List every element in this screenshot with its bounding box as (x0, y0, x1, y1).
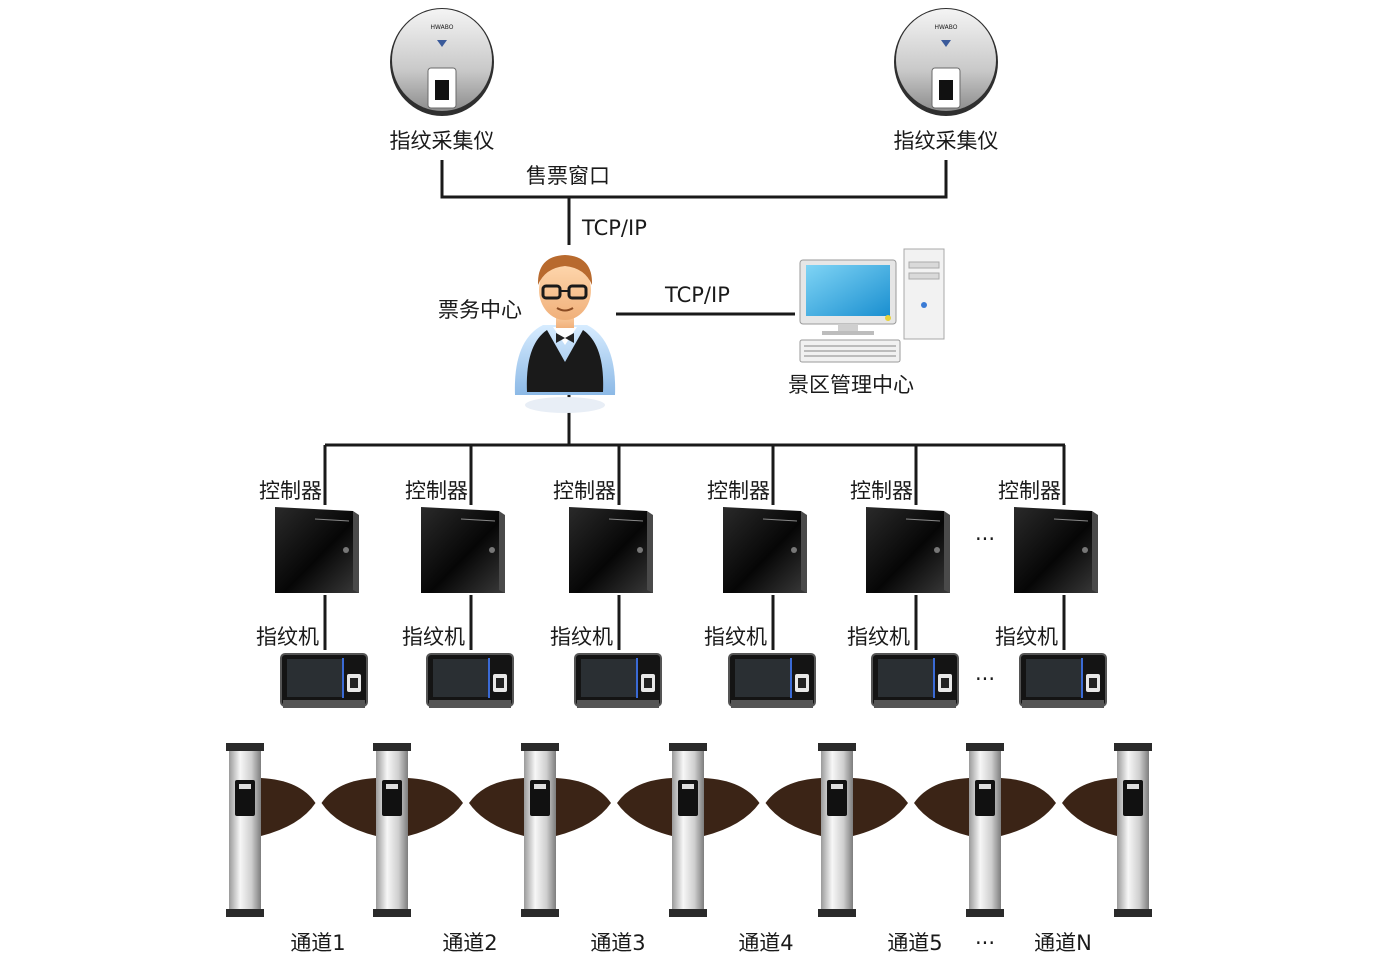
channel-label: 通道5 (887, 931, 942, 955)
access-controller-box-icon (421, 507, 505, 593)
turnstile-wing-icon (914, 778, 969, 836)
fingerprint-machine-label: 指纹机 (995, 625, 1058, 649)
fingerprint-collector-icon (390, 8, 494, 116)
turnstile-pole-icon (966, 743, 1004, 917)
channel-label: 通道3 (590, 931, 645, 955)
ticket-window-line (440, 160, 948, 199)
access-controller-box-icon (275, 507, 359, 593)
collector-right-label: 指纹采集仪 (894, 129, 999, 153)
channels-ellipsis: ··· (975, 931, 995, 955)
turnstile-wing-icon (321, 778, 376, 836)
turnstile-wing-icon (617, 778, 672, 836)
fingerprint-terminal-icon (574, 653, 662, 708)
management-protocol-label: TCP/IP (664, 283, 730, 307)
fingerprint-terminal-icon (728, 653, 816, 708)
collector-left-label: 指纹采集仪 (390, 129, 495, 153)
ticket-operator-icon (514, 255, 616, 413)
controller-label: 控制器 (850, 479, 913, 503)
turnstile-pole-icon (669, 743, 707, 917)
fingerprint-terminal-icon (426, 653, 514, 708)
collector-right: HWABO (894, 8, 998, 116)
access-controller-box-icon (1014, 507, 1098, 593)
turnstile-pole-icon (1114, 743, 1152, 917)
turnstile-wing-icon (1062, 778, 1117, 836)
controller-label: 控制器 (259, 479, 322, 503)
channel-label: 通道1 (290, 931, 345, 955)
management-center-label: 景区管理中心 (788, 373, 914, 397)
turnstile-wing-icon (261, 778, 316, 836)
desktop-computer-icon (799, 248, 945, 363)
fingerprint-terminal-icon (280, 653, 368, 708)
ticket-center-label: 票务中心 (438, 298, 522, 322)
collector-brand: HWABO (431, 24, 454, 31)
channel-label: 通道4 (738, 931, 793, 955)
collector-brand: HWABO (935, 24, 958, 31)
controller-label: 控制器 (998, 479, 1061, 503)
turnstile-wing-icon (469, 778, 524, 836)
controller-drop-lines (323, 445, 1066, 650)
turnstile-wing-icon (704, 778, 760, 836)
ticket-window-label: 售票窗口 (526, 164, 610, 188)
connection-lines (325, 160, 1065, 447)
turnstile-pole-icon (521, 743, 559, 917)
turnstile-wing-icon (556, 778, 611, 836)
fingerprint-machine-label: 指纹机 (402, 625, 465, 649)
turnstile-wing-icon (1001, 778, 1056, 836)
access-controller-box-icon (569, 507, 653, 593)
turnstile-wing-icon (408, 778, 463, 836)
controller-label: 控制器 (707, 479, 770, 503)
turnstile-pole-icon (818, 743, 856, 917)
channel-labels: 通道1 通道2 通道3 通道4 通道5 通道N (290, 931, 1092, 955)
fingerprint-machine-label: 指纹机 (847, 625, 910, 649)
fingerprint-machines-row: 指纹机 指纹机 指纹机 指纹机 指纹机 指纹机 (256, 625, 1107, 708)
channel-label: 通道2 (442, 931, 497, 955)
controller-label: 控制器 (553, 479, 616, 503)
access-controller-box-icon (723, 507, 807, 593)
controllers-ellipsis: ··· (975, 527, 995, 551)
fingerprint-terminal-icon (1019, 653, 1107, 708)
turnstile-pole-icon (373, 743, 411, 917)
turnstiles-row (226, 743, 1152, 917)
controller-label: 控制器 (405, 479, 468, 503)
access-controller-box-icon (866, 507, 950, 593)
turnstile-wing-icon (853, 778, 908, 836)
channel-label: 通道N (1034, 931, 1092, 955)
fingerprint-machine-label: 指纹机 (704, 625, 767, 649)
fingerprint-machine-label: 指纹机 (256, 625, 319, 649)
turnstile-wing-icon (765, 778, 821, 836)
collector-left: HWABO (390, 8, 494, 116)
uplink-protocol-label: TCP/IP (581, 216, 647, 240)
fingerprint-terminal-icon (871, 653, 959, 708)
fingerprint-collector-icon (894, 8, 998, 116)
controllers-row: 控制器 控制器 控制器 控制器 控制器 控制器 (259, 479, 1098, 593)
machines-ellipsis: ··· (975, 667, 995, 691)
fingerprint-machine-label: 指纹机 (550, 625, 613, 649)
turnstile-pole-icon (226, 743, 264, 917)
